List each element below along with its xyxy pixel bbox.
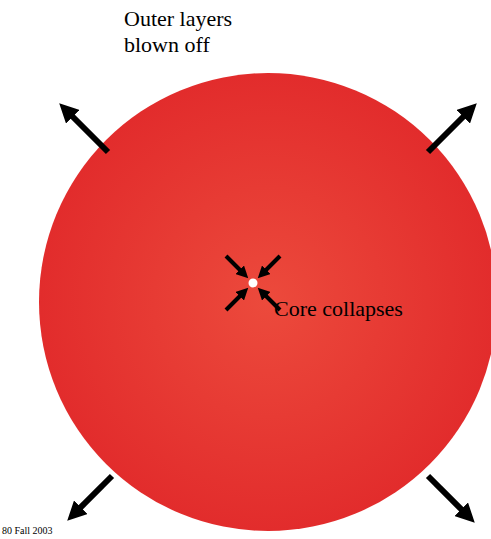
footer-note: 80 Fall 2003	[2, 525, 122, 537]
region-label: Core collapses	[274, 296, 404, 322]
collapsed-core	[249, 279, 258, 288]
region-label: Outer layers blown off	[124, 6, 274, 59]
star-body	[39, 73, 491, 531]
inward-arrows	[226, 256, 280, 310]
outward-arrows	[66, 110, 470, 516]
